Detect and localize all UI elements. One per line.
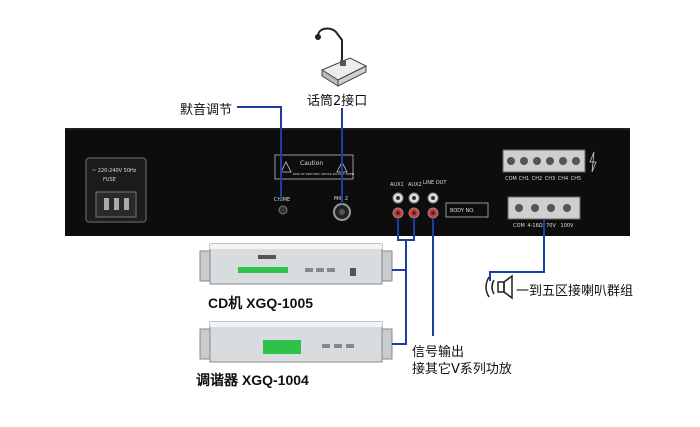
terminal-label: CH5 bbox=[571, 176, 581, 182]
terminal-label: CH3 bbox=[545, 176, 555, 182]
signal-out-label: 信号输出 bbox=[412, 345, 465, 360]
terminal-label: CH4 bbox=[558, 176, 568, 182]
caution-label: Caution RISK OF ELECTRIC SHOCK DO NOT OP… bbox=[274, 154, 354, 180]
tuner-label: 调谐器 XGQ-1004 bbox=[196, 372, 309, 388]
rca-jacks bbox=[392, 192, 439, 219]
terminal-label: 100V bbox=[561, 223, 575, 229]
wire-speaker bbox=[489, 219, 545, 281]
terminal-label: COM bbox=[505, 176, 517, 182]
wire-mute bbox=[237, 106, 282, 200]
power-label-fuse: FUSE bbox=[103, 177, 116, 183]
chime-knob[interactable] bbox=[278, 205, 288, 215]
cd-player-device bbox=[199, 243, 393, 285]
terminal-label: 4-16Ω bbox=[527, 223, 542, 229]
warning-triangle-icon bbox=[280, 161, 292, 173]
body-no-label: BODY NO. bbox=[450, 208, 475, 214]
amplifier-rear-panel bbox=[65, 128, 630, 236]
wire-tuner bbox=[392, 270, 407, 345]
terminal-label: CH2 bbox=[532, 176, 542, 182]
caution-sub: RISK OF ELECTRIC SHOCK DO NOT OPEN bbox=[293, 172, 354, 176]
power-socket: ~ 220-240V 50Hz FUSE bbox=[85, 157, 147, 223]
lightning-icon bbox=[589, 151, 597, 173]
tuner-display bbox=[263, 340, 301, 354]
speaker-icon bbox=[485, 274, 513, 300]
top-terminal-block bbox=[502, 149, 597, 173]
tuner-device bbox=[199, 321, 393, 363]
wire-cd bbox=[392, 240, 407, 271]
aux1-label: AUX1 bbox=[390, 182, 404, 188]
chime-label: CHIME bbox=[274, 197, 290, 203]
signal-out-target-label: 接其它V系列功放 bbox=[412, 362, 512, 377]
cd-player-label: CD机 XGQ-1005 bbox=[208, 295, 314, 311]
connection-wires bbox=[237, 106, 545, 345]
terminal-label: CH1 bbox=[519, 176, 529, 182]
terminal-label: 70V bbox=[546, 223, 556, 229]
mic2-port-callout: 话筒2接口 bbox=[307, 94, 368, 109]
line-out-label: LINE OUT bbox=[423, 180, 447, 186]
caution-title: Caution bbox=[300, 160, 323, 167]
terminal-label: COM bbox=[513, 223, 525, 229]
cd-tray-display bbox=[238, 267, 288, 273]
power-label-voltage: ~ 220-240V 50Hz bbox=[92, 168, 137, 174]
body-no-plate bbox=[445, 202, 489, 218]
microphone-icon bbox=[315, 27, 368, 87]
aux2-label: AUX2 bbox=[408, 182, 422, 188]
mute-control-label: 默音调节 bbox=[180, 103, 233, 118]
speaker-groups-label: 一到五区接喇叭群组 bbox=[516, 284, 634, 299]
bottom-terminal-block bbox=[507, 196, 581, 220]
